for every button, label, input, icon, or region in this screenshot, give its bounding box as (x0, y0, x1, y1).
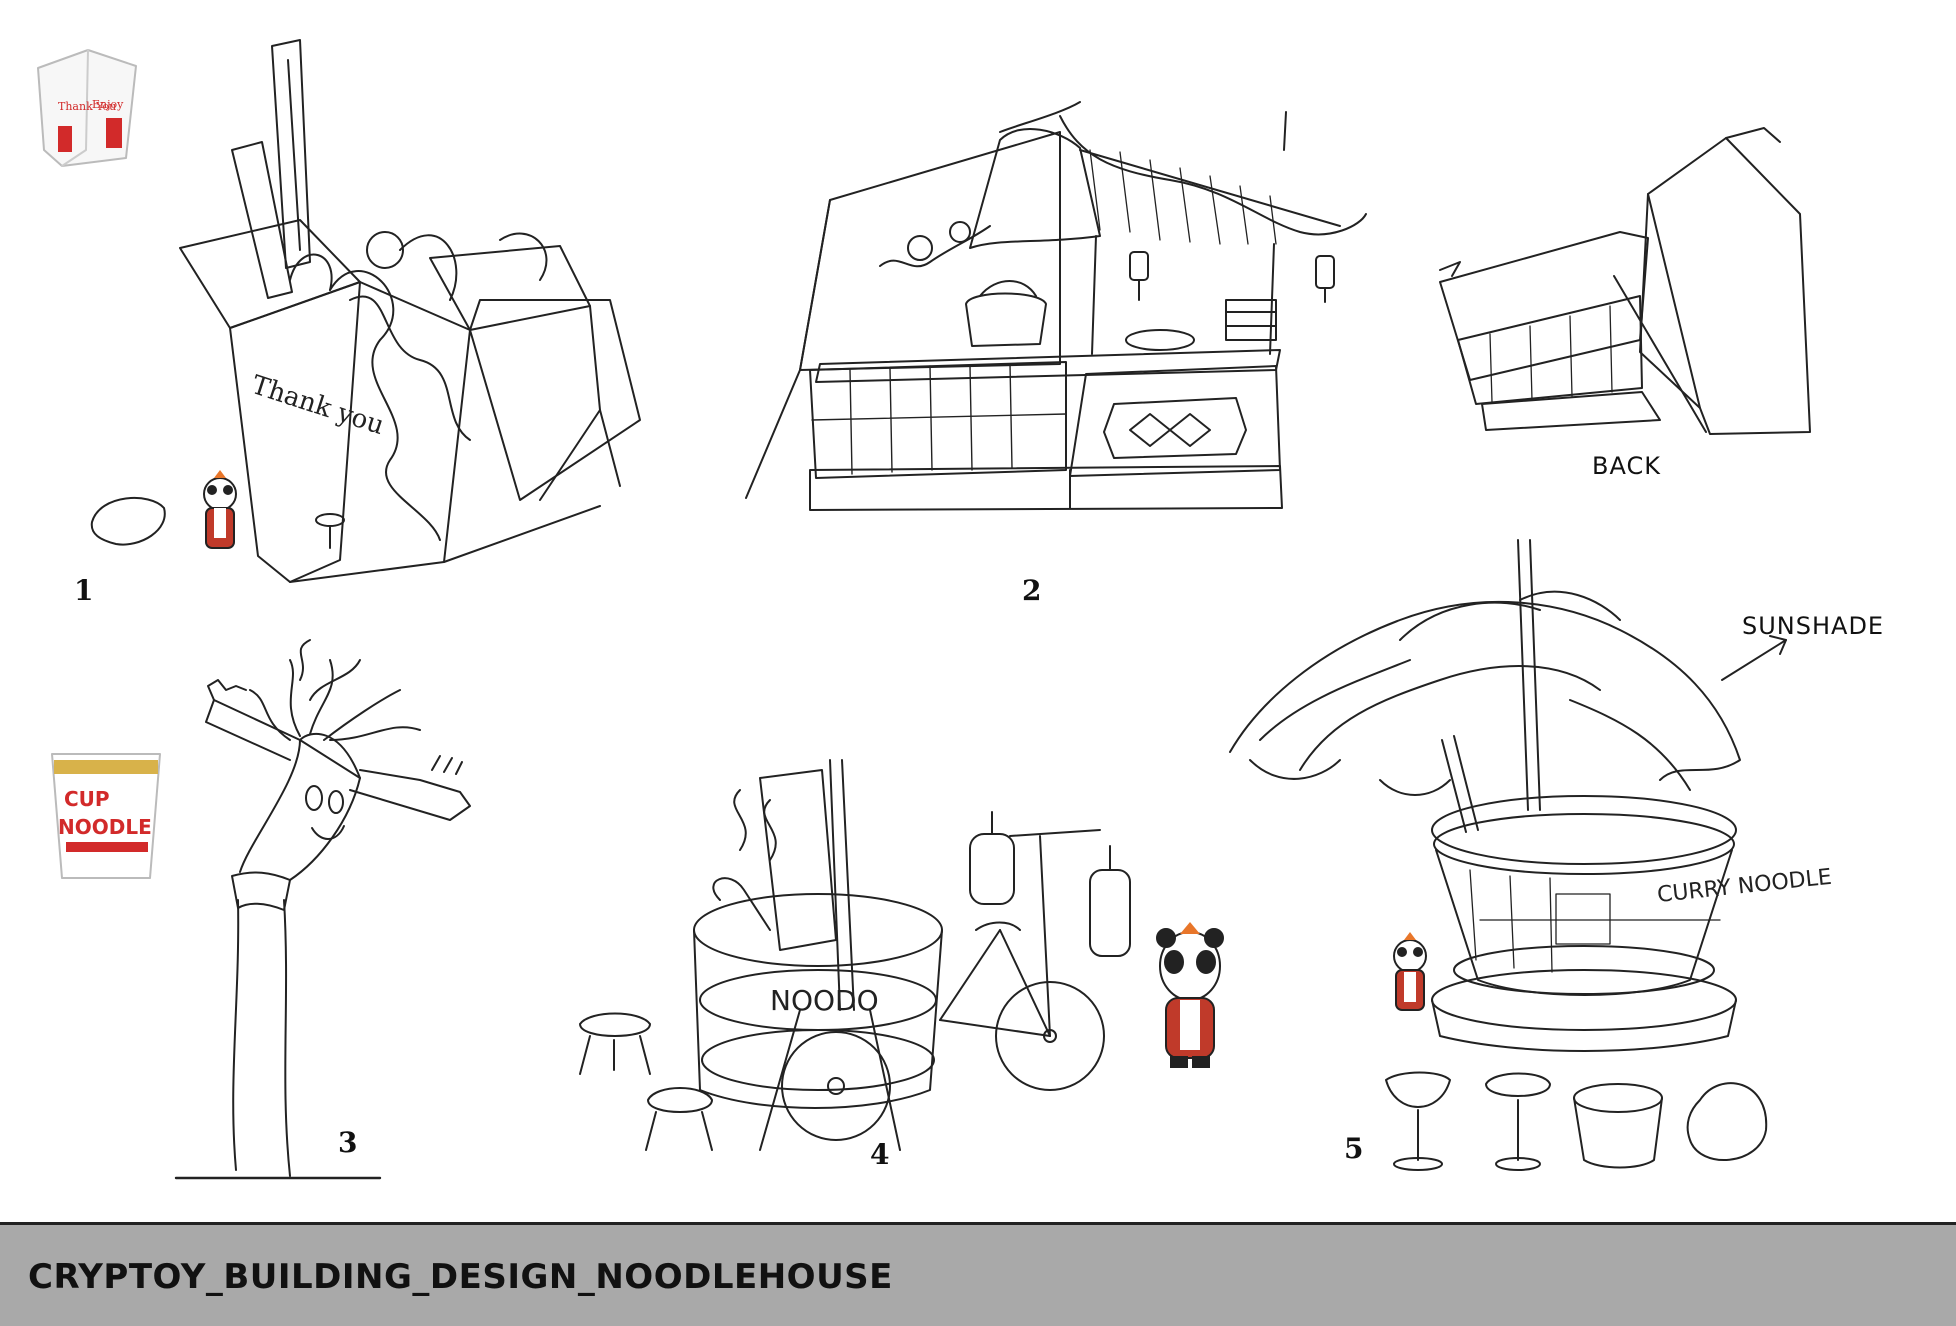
concept-sheet: Thank You Enjoy Thank you (37, 39, 1885, 1180)
sketch-canvas: Thank You Enjoy Thank you (37, 39, 1833, 1180)
footer-bar: CRYPTOY_BUILDING_DESIGN_NOODLEHOUSE (0, 1222, 1956, 1326)
panda-figurine-1 (203, 470, 237, 549)
design-number-4: 4 (870, 1138, 890, 1171)
reference-takeout-box: Thank You Enjoy (37, 49, 137, 167)
ref-box-text-2: Enjoy (92, 98, 124, 111)
cart-label: NOODO (770, 984, 879, 1017)
ref-cup-brand: CUP (64, 787, 110, 811)
sunshade-label: SUNSHADE (1742, 612, 1885, 640)
design-number-5: 5 (1344, 1132, 1364, 1165)
design-2-back-view (1439, 127, 1811, 435)
design-2-pagoda-stall (745, 101, 1367, 511)
back-view-label: BACK (1592, 452, 1661, 480)
fortune-cookie (90, 497, 166, 546)
panda-figurine-4 (1156, 922, 1224, 1068)
ref-cup-brand-2: NOODLE (58, 815, 152, 839)
design-number-2: 2 (1022, 574, 1042, 607)
cup-label: CURRY NOODLE (1656, 865, 1833, 908)
design-4-noodle-bike: NOODO (579, 759, 1224, 1151)
ref-box-text-1: Thank You (58, 100, 116, 113)
box-side-text: Thank you (248, 370, 388, 441)
design-number-3: 3 (338, 1126, 358, 1159)
design-1-takeout-box: Thank You Enjoy Thank you (37, 39, 641, 583)
design-3-tube-man: CUP NOODLE (51, 639, 471, 1180)
design-number-1: 1 (74, 574, 94, 607)
panda-figurine-5 (1393, 932, 1427, 1011)
reference-cup-noodle: CUP NOODLE (51, 753, 161, 879)
sheet-title: CRYPTOY_BUILDING_DESIGN_NOODLEHOUSE (28, 1257, 893, 1297)
